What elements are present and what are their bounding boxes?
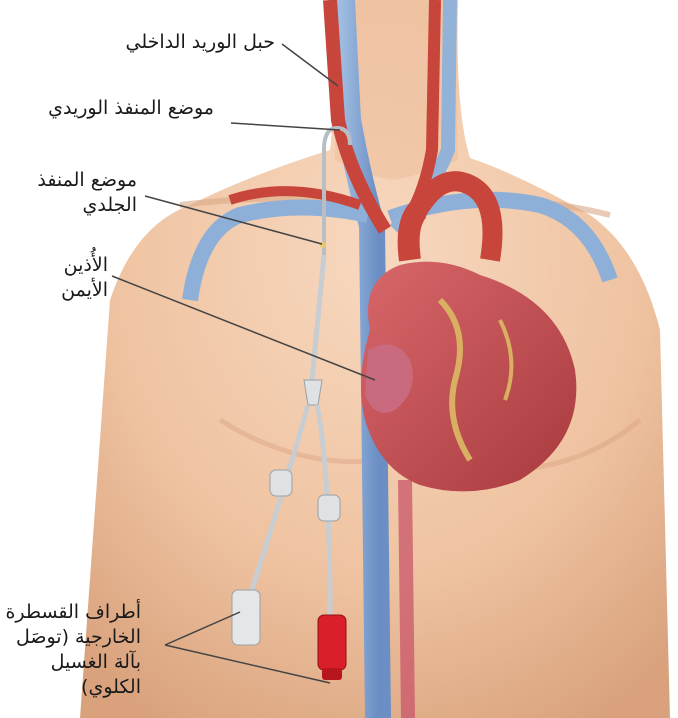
label-skin-exit-site: موضع المنفذ الجلدي	[37, 168, 137, 218]
label-line: موضع المنفذ	[37, 168, 137, 193]
label-line: الأُذين	[61, 253, 108, 278]
label-line: أطراف القسطرة	[5, 600, 141, 625]
label-catheter-external-ends: أطراف القسطرة الخارجية (توصَل بآلة الغسي…	[5, 600, 141, 700]
catheter-red-connector	[318, 615, 346, 670]
skin-exit-marker	[320, 242, 326, 248]
label-line: الكلوي)	[5, 675, 141, 700]
label-venous-access-site: موضع المنفذ الوريدي	[48, 96, 214, 121]
label-right-atrium: الأُذين الأيمن	[61, 253, 108, 303]
label-line: بآلة الغسيل	[5, 650, 141, 675]
label-internal-jugular: حبل الوريد الداخلي	[126, 30, 275, 55]
label-line: الأيمن	[61, 278, 108, 303]
label-line: الجلدي	[37, 193, 137, 218]
label-line: الخارجية (توصَل	[5, 625, 141, 650]
catheter-white-connector	[232, 590, 260, 645]
